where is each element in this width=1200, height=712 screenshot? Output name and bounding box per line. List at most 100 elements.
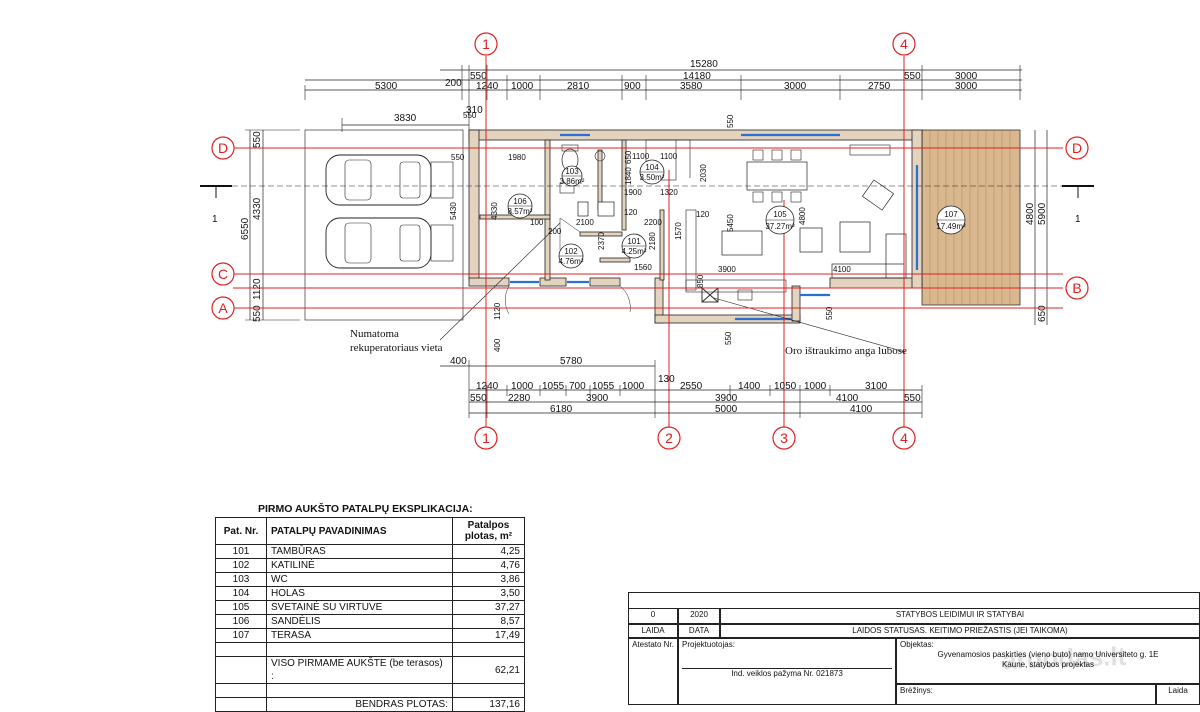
dim-label: 2750 xyxy=(868,81,891,92)
axis-bubble-4-top xyxy=(892,32,916,56)
dim-label: 2100 xyxy=(576,218,594,227)
dim-label: 4100 xyxy=(833,265,851,274)
dim-label: 1570 xyxy=(674,222,683,240)
object-label: Objektas: xyxy=(900,640,934,649)
room-area: 3.50m² xyxy=(640,173,665,182)
dim-label: 3900 xyxy=(718,265,736,274)
dim-label: 1240 xyxy=(476,81,499,92)
designer-label: Projektuotojas: xyxy=(682,640,735,649)
cell-number: 102 xyxy=(215,558,267,573)
dim-label: 1840 xyxy=(624,167,633,185)
room-number: 105 xyxy=(773,210,787,219)
axis-bubble-D-left xyxy=(211,136,235,160)
explication-title: PIRMO AUKŠTO PATALPŲ EKSPLIKACIJA: xyxy=(258,503,473,515)
dim-label: 5780 xyxy=(560,356,583,367)
dim-label: 550 xyxy=(726,114,735,128)
dim-label: 2810 xyxy=(567,81,590,92)
dim-label: 3100 xyxy=(865,381,888,392)
dim-label: 5900 xyxy=(1037,202,1048,225)
dim-label: 700 xyxy=(569,381,586,392)
cell-number: 104 xyxy=(215,586,267,601)
col-header-name: PATALPŲ PAVADINIMAS xyxy=(266,517,453,545)
dim-label: 2370 xyxy=(597,232,606,250)
dim-label: 120 xyxy=(624,208,638,217)
dim-label: 1560 xyxy=(634,263,652,272)
dim-label: 2180 xyxy=(648,232,657,250)
status-header: LAIDOS STATUSAS. KEITIMO PRIEŽASTIS (JEI… xyxy=(720,624,1200,638)
dim-label: 4100 xyxy=(850,404,873,415)
dim-label: 4800 xyxy=(798,207,807,225)
room-tag-104: 104 3.50m² xyxy=(640,159,665,185)
laida-year: 2020 xyxy=(678,608,720,624)
axis-label: 2 xyxy=(665,430,673,446)
dim-label: 550 xyxy=(470,71,487,82)
leader-lines xyxy=(439,222,906,353)
dim-label: 200 xyxy=(548,227,562,236)
room-area: 4.76m² xyxy=(559,257,584,266)
dim-label: 3900 xyxy=(715,393,738,404)
dim-label: 1980 xyxy=(508,153,526,162)
dim-label: 1000 xyxy=(622,381,645,392)
axis-label: 1 xyxy=(482,36,490,52)
dim-label: 3000 xyxy=(784,81,807,92)
top-dimensions: 15280 200 550 14180 550 3000 5300 1240 1… xyxy=(304,59,1022,132)
terrace xyxy=(921,129,1021,306)
room-tag-101: 101 4.25m² xyxy=(622,233,647,259)
dim-label: 550 xyxy=(724,331,733,345)
section-mark-left: 1 xyxy=(212,214,218,225)
dim-label: 1100 xyxy=(632,152,650,161)
room-number: 102 xyxy=(564,247,578,256)
atestato-label: Atestato Nr. xyxy=(628,638,678,705)
axis-label: D xyxy=(218,140,228,156)
axis-label: D xyxy=(1072,140,1082,156)
dim-label: 550 xyxy=(463,111,477,120)
dim-label: 5300 xyxy=(375,81,398,92)
dim-label: 4330 xyxy=(490,202,499,220)
cell-area: 4,25 xyxy=(452,544,525,559)
axis-bubble-D-right xyxy=(1065,136,1089,160)
axis-label: B xyxy=(1072,280,1081,296)
right-dimensions: 4800 5900 650 xyxy=(1025,130,1048,325)
dim-label: 550 xyxy=(825,306,834,320)
dim-label: 650 xyxy=(624,150,633,164)
dim-label: 130 xyxy=(658,374,675,385)
drawing-label: Brėžinys: xyxy=(896,684,1156,705)
dim-label: 2030 xyxy=(699,164,708,182)
room-number: 106 xyxy=(513,197,527,206)
dim-label: 3000 xyxy=(955,81,978,92)
table-header-row: Pat. Nr. PATALPŲ PAVADINIMAS Patalpos pl… xyxy=(215,517,525,545)
dim-label: 1900 xyxy=(624,188,642,197)
total-label: VISO PIRMAME AUKŠTE (be terasos) : xyxy=(266,656,453,684)
laida-short: Laida xyxy=(1156,684,1200,705)
cell-area: 17,49 xyxy=(452,628,525,643)
recuperator-note-line1: Numatoma xyxy=(350,328,399,340)
dim-label: 400 xyxy=(450,356,467,367)
room-tag-106: 106 8.57m² xyxy=(508,193,533,219)
interior-dimensions: 550 1980 4330 100 200 2100 1100 1840 190… xyxy=(449,111,851,352)
left-dimensions: 550 6550 4330 1120 550 xyxy=(240,129,300,322)
dim-label: 1000 xyxy=(511,81,534,92)
dim-label: 1240 xyxy=(476,381,499,392)
license-number: Ind. veiklos pažyma Nr. 021873 xyxy=(682,668,892,679)
dim-label: 100 xyxy=(530,218,544,227)
cell-number: 107 xyxy=(215,628,267,643)
dim-label: 6550 xyxy=(240,217,251,240)
data-header: DATA xyxy=(678,624,720,638)
dim-label: 3000 xyxy=(955,71,978,82)
dim-label: 550 xyxy=(252,131,263,148)
dim-label: 1055 xyxy=(592,381,615,392)
axis-label: A xyxy=(218,300,228,316)
car-top xyxy=(325,154,454,206)
dim-label: 1000 xyxy=(511,381,534,392)
dim-label: 3900 xyxy=(586,393,609,404)
room-number: 107 xyxy=(944,210,958,219)
axis-grid xyxy=(233,56,1063,428)
dim-label: 1120 xyxy=(252,278,263,300)
watermark-logo: aruodas.lt xyxy=(1001,640,1127,676)
dim-label: 6180 xyxy=(550,404,573,415)
axis-label: 3 xyxy=(780,430,788,446)
